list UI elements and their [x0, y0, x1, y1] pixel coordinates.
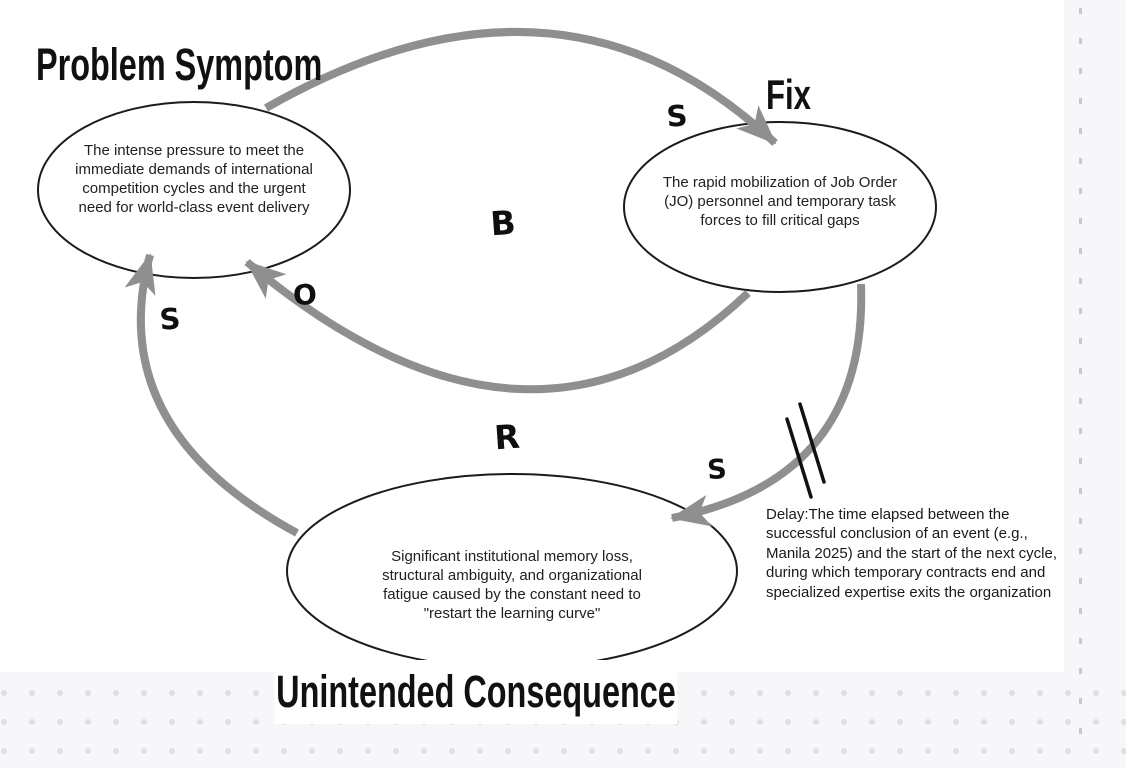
polarity-label-consequence-to-problem: S: [158, 301, 182, 337]
unintended-consequence-heading: Unintended Consequence: [274, 660, 678, 724]
text-line: The rapid mobilization of Job Order: [662, 174, 898, 191]
text-line: during which temporary contracts end and: [766, 564, 1046, 582]
text-line: Delay:The time elapsed between the: [766, 506, 1010, 523]
text-line: Significant institutional memory loss,: [391, 548, 633, 565]
text-line: need for world-class event delivery: [78, 199, 310, 216]
text-line: immediate demands of international: [75, 161, 313, 178]
reinforcing-loop-label: R: [492, 416, 522, 458]
balancing-loop-label: B: [489, 202, 517, 244]
problem-symptom-node: [37, 101, 351, 279]
polarity-label-problem-to-fix: S: [665, 98, 689, 134]
text-line: successful conclusion of an event (e.g.,: [766, 525, 1028, 543]
frame-boundary-dashed-line: [1079, 8, 1082, 758]
arrow-fix-to-problem: [244, 258, 751, 394]
text-line: The intense pressure to meet the: [83, 142, 305, 159]
right-margin-background: [1064, 0, 1126, 768]
fix-heading: Fix: [766, 71, 811, 118]
text-line: "restart the learning curve": [423, 605, 601, 622]
polarity-label-fix-to-consequence: S: [706, 453, 728, 487]
text-line: specialized expertise exits the organiza…: [766, 583, 1052, 601]
delay-marks-icon: [785, 402, 826, 499]
fix-node: [623, 121, 937, 293]
arrow-problem-to-fix: [264, 27, 778, 146]
text-line: structural ambiguity, and organizational: [382, 567, 642, 584]
text-line: Manila 2025) and the start of the next c…: [766, 544, 1057, 562]
arrow-fix-to-consequence: [670, 283, 866, 527]
consequence-node-text: Significant institutional memory loss, s…: [362, 547, 662, 623]
problem-symptom-heading: Problem Symptom: [36, 39, 323, 90]
text-line: forces to fill critical gaps: [700, 212, 860, 229]
delay-note: Delay:The time elapsed between the succe…: [766, 505, 1086, 602]
text-line: fatigue caused by the constant need to: [383, 586, 641, 603]
problem-node-text: The intense pressure to meet the immedia…: [54, 141, 334, 217]
fix-node-text: The rapid mobilization of Job Order (JO)…: [640, 173, 920, 230]
polarity-label-fix-to-problem: O: [291, 277, 319, 313]
text-line: competition cycles and the urgent: [82, 180, 306, 197]
text-line: (JO) personnel and temporary task: [664, 193, 896, 210]
arrow-consequence-to-problem: [124, 253, 299, 537]
